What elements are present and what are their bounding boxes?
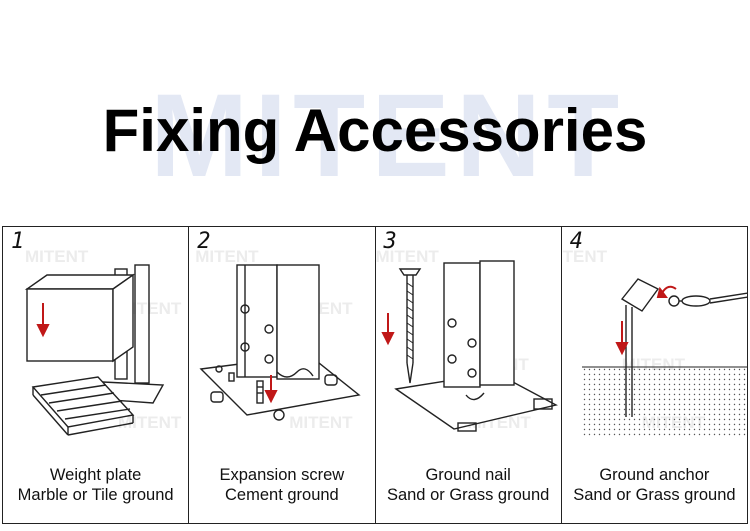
- accessories-grid: MITENT MITENT MITENT: [2, 226, 748, 524]
- caption-line2: Cement ground: [225, 486, 339, 504]
- caption-line2: Sand or Grass ground: [573, 486, 736, 504]
- panel-ground-nail: MITENT MITENT MITENT: [376, 227, 562, 523]
- caption-line2: Marble or Tile ground: [17, 486, 174, 504]
- caption-line1: Ground anchor: [599, 466, 710, 484]
- caption-line1: Expansion screw: [219, 466, 345, 484]
- panel-watermark: MITENT: [375, 247, 439, 266]
- panel-caption: Ground nail Sand or Grass ground: [376, 465, 561, 505]
- panel-watermark: MITENT: [562, 247, 608, 266]
- background-watermark: MITENT: [150, 70, 626, 202]
- page-title: Fixing Accessories: [102, 97, 648, 164]
- caption-line1: Weight plate: [49, 466, 142, 484]
- panel-expansion-screw: MITENT MITENT MITENT: [189, 227, 376, 523]
- panel-number: 3: [383, 229, 397, 254]
- panel-number: 2: [197, 229, 211, 254]
- panel-number: 4: [569, 229, 583, 254]
- panel-caption: Ground anchor Sand or Grass ground: [562, 465, 747, 505]
- panel-ground-anchor: MITENT MITENT MITENT: [562, 227, 747, 523]
- panel-caption: Weight plate Marble or Tile ground: [3, 465, 188, 505]
- panel-caption: Expansion screw Cement ground: [189, 465, 374, 505]
- ground-anchor-illustration: [581, 278, 747, 437]
- caption-line2: Sand or Grass ground: [386, 486, 550, 504]
- panel-watermark: MITENT: [118, 413, 182, 432]
- panel-watermark: MITENT: [25, 247, 89, 266]
- ground-nail-illustration: [380, 260, 558, 432]
- panel-watermark: MITENT: [195, 247, 259, 266]
- panel-number: 1: [11, 229, 25, 254]
- panel-watermark: MITENT: [289, 413, 353, 432]
- weight-plate-illustration: [24, 264, 165, 436]
- expansion-screw-illustration: [199, 264, 361, 421]
- panel-weight-plate: MITENT MITENT MITENT: [3, 227, 190, 523]
- caption-line1: Ground nail: [425, 466, 511, 484]
